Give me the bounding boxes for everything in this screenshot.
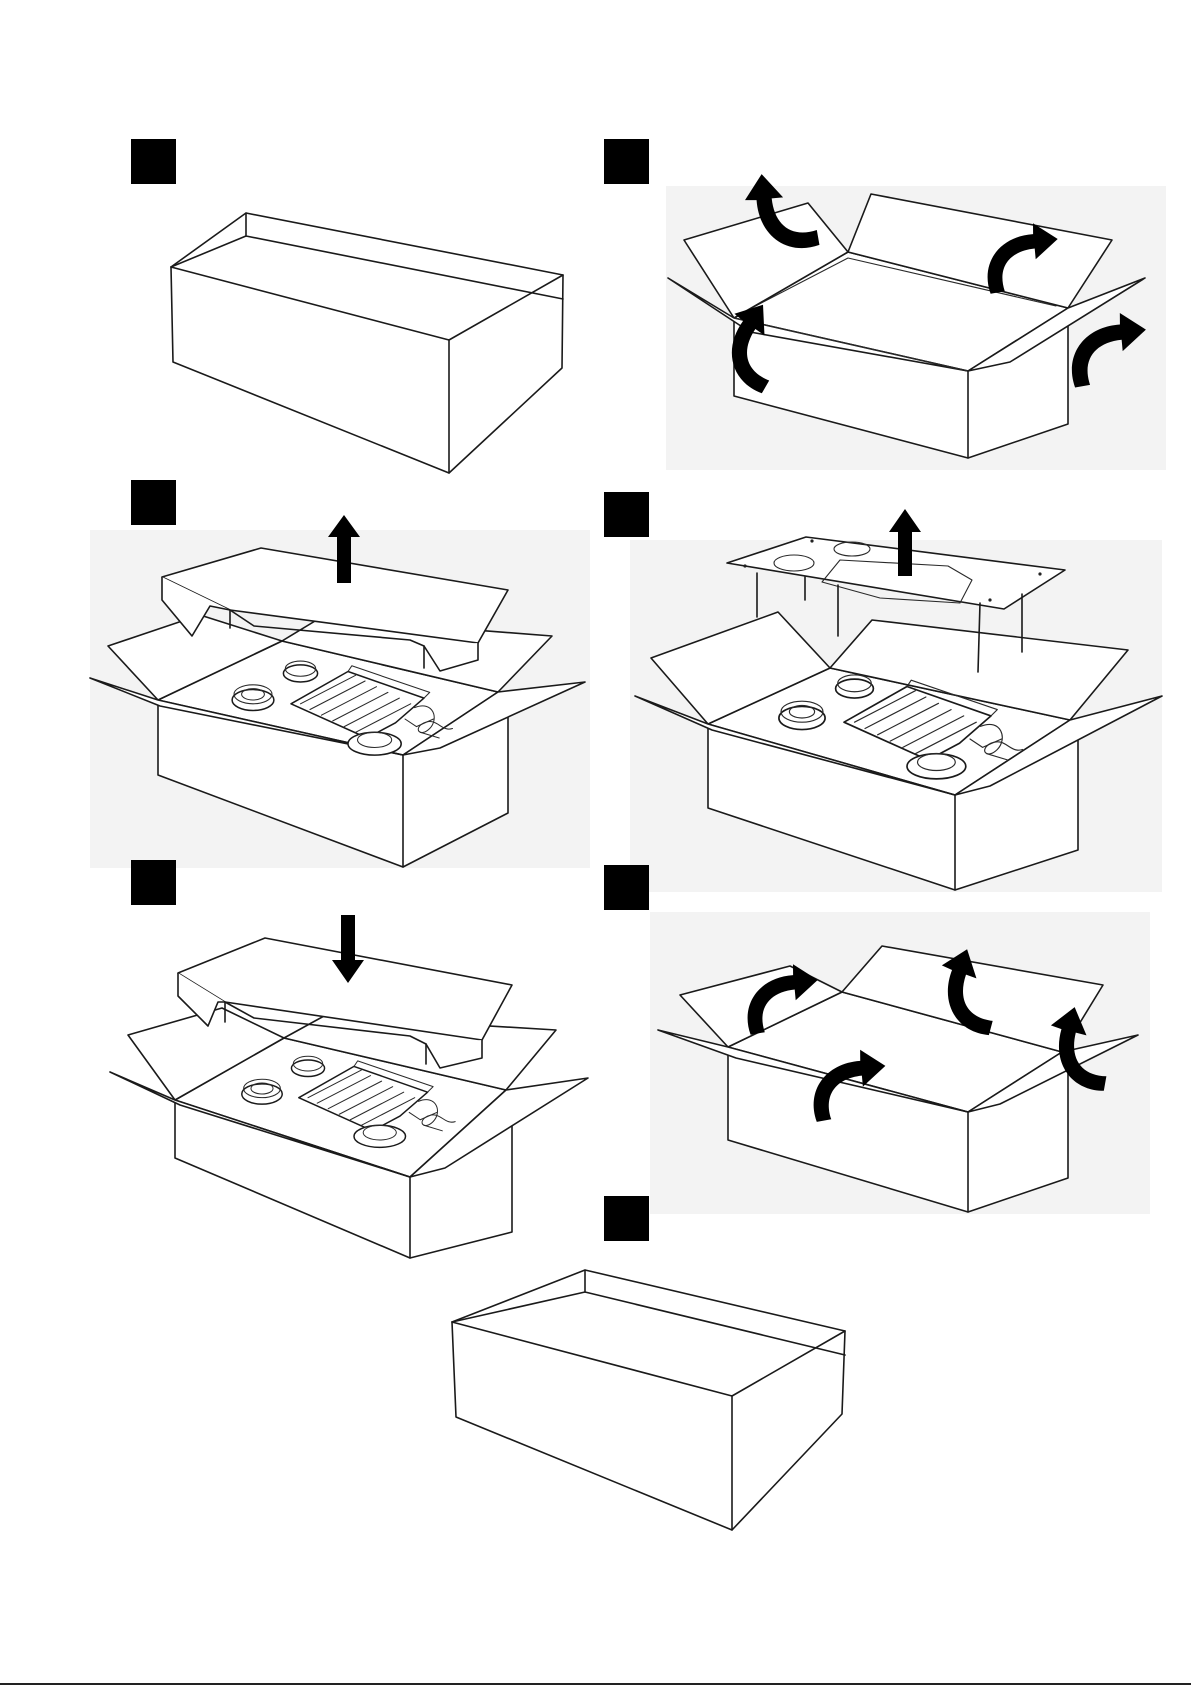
step-1-marker (131, 139, 176, 184)
step-2-marker (604, 139, 649, 184)
step-5-marker (131, 860, 176, 905)
step-3-panel (90, 480, 590, 868)
step-6-marker (604, 865, 649, 910)
step-4-marker (604, 492, 649, 537)
step-4-panel (604, 492, 1162, 892)
close-flaps-icon (650, 912, 1150, 1214)
step-7-marker (604, 1196, 649, 1241)
step-2-panel (604, 139, 1166, 470)
closed-box-icon (452, 1270, 845, 1530)
lift-top-insert-icon (90, 515, 590, 868)
open-flaps-icon (666, 166, 1166, 470)
step-5-panel (110, 860, 588, 1258)
step-7-panel (452, 1196, 845, 1530)
lower-top-insert-icon (110, 915, 588, 1258)
lift-base-tray-icon (630, 509, 1162, 892)
step-1-panel (131, 139, 563, 473)
closed-box-icon (171, 213, 563, 473)
step-6-panel (604, 865, 1150, 1214)
step-3-marker (131, 480, 176, 525)
